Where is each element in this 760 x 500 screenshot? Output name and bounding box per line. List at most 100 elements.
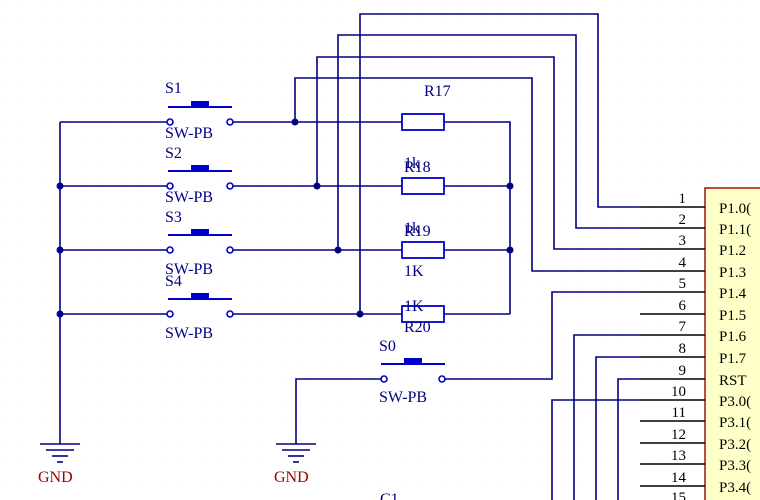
resistor-r17[interactable] — [401, 113, 445, 131]
pin-number: 7 — [679, 319, 687, 335]
pin-name: P3.4( — [719, 480, 751, 496]
pin-name: P1.7 — [719, 351, 747, 367]
resistor-labels: R17 1k R18 1k R19 1K R20 1K — [404, 83, 451, 336]
switch-terminal — [226, 246, 234, 254]
junction-dot — [506, 246, 514, 254]
switch-s2[interactable] — [166, 165, 234, 190]
junction-dot — [291, 118, 299, 126]
wire-net-p11 — [337, 34, 640, 250]
wire-net-p16 — [573, 334, 640, 500]
pin-number: 6 — [679, 298, 687, 314]
switch-s3[interactable] — [166, 229, 234, 254]
switch-terminal — [226, 310, 234, 318]
switch-actuator — [191, 229, 209, 235]
switch-value-s2: SW-PB — [165, 189, 213, 206]
resistor-r18[interactable] — [401, 177, 445, 195]
resistor-ref-r17: R17 — [424, 83, 451, 100]
ground-symbol-left[interactable] — [40, 430, 80, 463]
mcu-pin-names: P1.0( P1.1( P1.2 P1.3 P1.4 P1.5 P1.6 P1.… — [719, 201, 751, 496]
wires — [59, 13, 640, 500]
switch-ref-s1: S1 — [165, 80, 182, 97]
pin-name: P3.0( — [719, 394, 751, 410]
wire-net-p13 — [294, 77, 640, 272]
resistor-value-r20: 1K — [404, 298, 424, 315]
switch-value-s1: SW-PB — [165, 125, 213, 142]
pin-number: 8 — [679, 341, 687, 357]
switch-terminal — [166, 246, 174, 254]
pin-name: P3.1( — [719, 415, 751, 431]
wire-net-p30 — [551, 399, 640, 500]
switch-s0[interactable] — [380, 358, 446, 383]
junction-dot — [334, 246, 342, 254]
switch-actuator — [404, 358, 422, 364]
pin-name: P1.3 — [719, 265, 746, 281]
resistor-value-r17: 1k — [404, 155, 420, 172]
switch-terminal — [438, 375, 446, 383]
resistor-ref-r18: R18 — [404, 159, 431, 176]
resistor-ref-r20: R20 — [404, 319, 431, 336]
pin-name: P1.4 — [719, 286, 747, 302]
resistor-r19[interactable] — [401, 241, 445, 259]
mcu-body[interactable] — [704, 187, 760, 500]
pin-name: RST — [719, 373, 747, 389]
junction-dot — [56, 182, 64, 190]
switch-actuator — [191, 293, 209, 299]
pin-number: 10 — [671, 384, 686, 400]
ground-label-left: GND — [38, 469, 73, 486]
switch-s4[interactable] — [166, 293, 234, 318]
pin-number: 13 — [671, 448, 686, 464]
switch-terminal — [226, 118, 234, 126]
junction-dot — [313, 182, 321, 190]
resistor-value-r18: 1k — [404, 220, 420, 237]
mcu-pin-numbers: 1 2 3 4 5 6 7 8 9 10 11 12 13 14 15 — [671, 191, 687, 500]
resistor-ref-r19: R19 — [404, 223, 431, 240]
pin-name: P3.2( — [719, 437, 751, 453]
wire-s0-gnd — [295, 378, 382, 430]
switch-value-s3: SW-PB — [165, 261, 213, 278]
switch-ref-s4: S4 — [165, 273, 182, 290]
switch-s1[interactable] — [166, 101, 234, 126]
pin-name: P1.0( — [719, 201, 751, 217]
junction-dot — [56, 310, 64, 318]
switch-value-s0: SW-PB — [379, 389, 427, 406]
pin-name: P1.2 — [719, 243, 746, 259]
switch-ref-s2: S2 — [165, 145, 182, 162]
wire-net-p10 — [359, 13, 640, 314]
resistor-r20[interactable] — [401, 305, 445, 323]
wire-net-p14 — [444, 291, 640, 380]
switch-labels: S1 SW-PB S2 SW-PB S3 SW-PB S4 SW-PB S0 S… — [165, 80, 427, 406]
pin-number: 5 — [679, 276, 687, 292]
junction-dot — [56, 246, 64, 254]
wire-net-p17 — [595, 356, 640, 500]
switch-ref-s0: S0 — [379, 338, 396, 355]
pin-number: 9 — [679, 363, 687, 379]
ground-symbol-right[interactable] — [276, 430, 316, 463]
pin-number: 2 — [679, 212, 687, 228]
pin-name: P1.5 — [719, 308, 746, 324]
pin-number: 4 — [679, 255, 687, 271]
pin-name: P3.3( — [719, 458, 751, 474]
resistor-value-r19: 1K — [404, 263, 424, 280]
switch-terminal — [226, 182, 234, 190]
wire-net-rst — [617, 378, 640, 500]
pin-number: 15 — [671, 490, 686, 500]
switch-terminal — [166, 118, 174, 126]
switch-ref-s3: S3 — [165, 209, 182, 226]
pin-name: P1.6 — [719, 329, 747, 345]
switch-actuator — [191, 101, 209, 107]
wire-net-p12 — [316, 56, 640, 250]
pin-number: 12 — [671, 427, 686, 443]
junction-dot — [506, 182, 514, 190]
switch-terminal — [166, 310, 174, 318]
switch-value-s4: SW-PB — [165, 325, 213, 342]
pin-number: 3 — [679, 233, 687, 249]
junction-dot — [356, 310, 364, 318]
ground-label-right: GND — [274, 469, 309, 486]
pin-number: 1 — [679, 191, 687, 207]
pin-number: 11 — [672, 405, 686, 421]
partial-component-label: C1 — [380, 491, 399, 500]
switch-terminal — [380, 375, 388, 383]
mcu-pin-lines — [640, 206, 705, 487]
pin-number: 14 — [671, 470, 687, 486]
switch-actuator — [191, 165, 209, 171]
